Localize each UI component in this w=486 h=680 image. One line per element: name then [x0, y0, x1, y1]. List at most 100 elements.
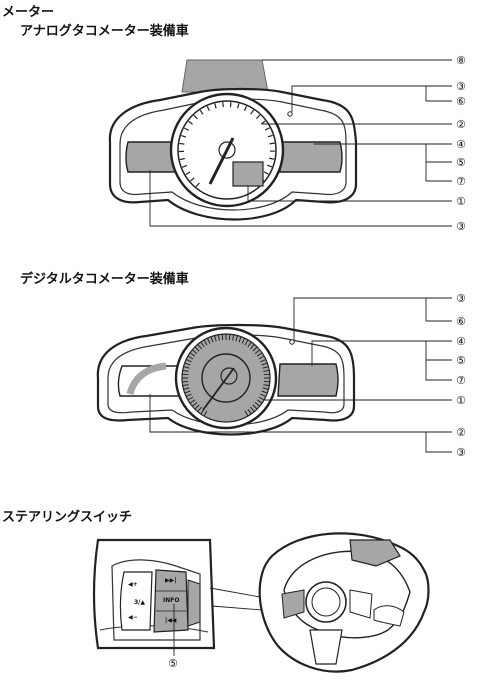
gauge-tick: [183, 387, 190, 390]
digital-needle: [202, 367, 235, 411]
gauge-tick: [263, 373, 270, 376]
analog-callout-3-bottom: ③: [456, 220, 466, 233]
gauge-tick: [252, 404, 258, 410]
next-track-label: ▶▶|: [165, 577, 176, 584]
digital-section-heading: デジタルタコメーター装備車: [20, 272, 189, 287]
gauge-tick: [195, 182, 200, 188]
analog-tachometer-ticks: [179, 102, 276, 188]
gauge-tick: [210, 336, 214, 343]
gauge-tick: [185, 171, 191, 176]
digital-callout-2: ②: [456, 426, 466, 439]
gauge-tick: [206, 106, 210, 112]
digital-callout-4: ④: [456, 335, 466, 348]
digital-callouts: ③ ⑥ ④ ⑤ ⑦ ① ② ③: [456, 292, 466, 459]
page-title: メーター: [2, 5, 55, 20]
prev-track-label: |◀◀: [165, 617, 177, 624]
steering-wheel: [258, 532, 430, 673]
gauge-tick: [187, 355, 194, 360]
gauge-tick: [188, 120, 193, 125]
gauge-tick: [267, 134, 273, 138]
gauge-tick: [189, 352, 196, 357]
gauge-tick: [263, 384, 270, 387]
gauge-tick: [214, 103, 217, 109]
gauge-tick: [181, 164, 188, 168]
digital-right-display: [277, 363, 339, 397]
gauge-tick: [252, 346, 258, 352]
gauge-tick: [221, 334, 224, 341]
analog-callout-1: ①: [456, 195, 466, 208]
analog-cluster: [108, 59, 358, 221]
gauge-tick: [237, 103, 240, 109]
gauge-tick: [191, 349, 198, 354]
gauge-tick: [269, 142, 275, 145]
gauge-tick: [182, 369, 189, 372]
steering-hub-emblem: [311, 587, 341, 617]
gauge-tick: [250, 406, 255, 413]
gauge-tick: [258, 355, 265, 360]
steering-right-switch: [349, 589, 373, 619]
digital-callout-3-top: ③: [456, 292, 466, 305]
digital-indicator-light: [289, 339, 295, 345]
gauge-tick: [191, 402, 198, 407]
gauge-tick: [200, 341, 205, 348]
analog-center-display: [232, 161, 264, 187]
gauge-tick: [182, 373, 189, 376]
gauge-tick: [182, 384, 189, 387]
digital-callout-6: ⑥: [456, 315, 466, 328]
analog-callout-6: ⑥: [456, 95, 466, 108]
info-switch[interactable]: [153, 569, 189, 633]
volume-up-label: ◀+: [128, 581, 138, 588]
gauge-tick: [260, 393, 267, 398]
gauge-tick: [183, 366, 190, 369]
digital-callout-1: ①: [456, 394, 466, 407]
gauge-tick: [187, 396, 194, 401]
gauge-tick: [250, 343, 255, 350]
gauge-tick: [203, 339, 208, 346]
gauge-tick: [256, 352, 263, 357]
gauge-tick: [217, 334, 220, 341]
gauge-tick: [250, 109, 255, 115]
gauge-tick: [243, 105, 248, 111]
gauge-tick: [185, 393, 192, 398]
info-label: INFO: [163, 597, 179, 604]
gauge-tick: [256, 114, 261, 120]
digital-left-arc-meter: [126, 362, 167, 396]
digital-callout-3-bottom: ③: [456, 446, 466, 459]
gauge-tick: [193, 114, 198, 120]
gauge-tick: [261, 390, 268, 394]
analog-right-display: [279, 141, 343, 173]
gauge-tick: [262, 387, 269, 390]
gauge-tick: [262, 366, 269, 369]
gauge-tick: [199, 109, 204, 115]
gauge-tick: [264, 127, 270, 131]
gauge-tick: [254, 402, 261, 407]
switch-callout-5: ⑤: [168, 657, 178, 670]
gauge-tick: [258, 396, 265, 401]
gauge-tick: [263, 369, 270, 372]
gauge-tick: [241, 337, 246, 344]
gauge-tick: [197, 343, 202, 350]
gauge-tick: [228, 334, 231, 341]
analog-callouts: ⑧ ③ ⑥ ② ④ ⑤ ⑦ ① ③: [456, 54, 466, 233]
digital-cluster: [96, 323, 356, 436]
gauge-tick: [190, 177, 195, 182]
digital-callout-5: ⑤: [456, 354, 466, 367]
steering-right-spoke: [373, 605, 405, 627]
gauge-tick: [256, 399, 263, 404]
gauge-tick: [197, 406, 202, 413]
analog-callout-5: ⑤: [456, 156, 466, 169]
active-driving-display: [181, 59, 269, 93]
switch-side-edge: [187, 579, 201, 627]
steering-lower-spoke: [309, 629, 343, 665]
gauge-tick: [263, 171, 269, 175]
analog-section-heading: アナログタコメーター装備車: [20, 24, 189, 39]
analog-callout-3-top: ③: [456, 80, 466, 93]
analog-indicator-light: [287, 111, 293, 117]
gauge-tick: [179, 157, 185, 161]
gauge-tick: [182, 380, 189, 383]
analog-leader-lines: [149, 59, 452, 227]
gauge-tick: [261, 362, 268, 366]
volume-switch[interactable]: [119, 571, 153, 631]
gauge-tick: [244, 410, 249, 417]
